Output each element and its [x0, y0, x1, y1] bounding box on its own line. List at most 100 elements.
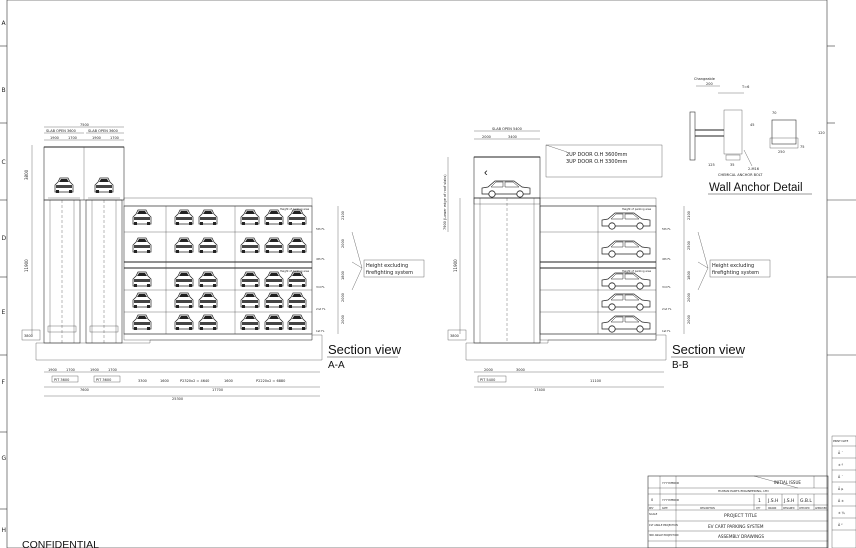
- svg-text:J.S.H: J.S.H: [783, 498, 794, 504]
- svg-text:3rd FL: 3rd FL: [662, 285, 671, 289]
- svg-text:1700: 1700: [68, 136, 77, 140]
- svg-text:Â ±: Â ±: [838, 498, 844, 503]
- svg-text:2500: 2500: [687, 241, 691, 250]
- svg-text:4th FL: 4th FL: [316, 257, 325, 261]
- svg-text:T=6: T=6: [741, 85, 749, 89]
- svg-text:1st FL: 1st FL: [662, 329, 671, 333]
- svg-text:17400: 17400: [534, 388, 545, 392]
- svg-text:E: E: [2, 309, 6, 316]
- svg-text:17700: 17700: [212, 388, 223, 392]
- svg-text:3400: 3400: [508, 135, 517, 139]
- svg-text:D: D: [2, 235, 7, 242]
- svg-text:1700: 1700: [66, 368, 75, 372]
- svg-text:2nd FL: 2nd FL: [662, 307, 672, 311]
- svg-text:SLAB OPEN 3600: SLAB OPEN 3600: [88, 129, 118, 133]
- svg-text:Height excluding: Height excluding: [712, 263, 754, 269]
- svg-text:11100: 11100: [590, 379, 601, 383]
- svg-text:PRINT DATE: PRINT DATE: [833, 439, 849, 443]
- svg-text:ASSEMBLY DRAWINGS: ASSEMBLY DRAWINGS: [718, 534, 764, 539]
- svg-text:YYYYMMDD: YYYYMMDD: [662, 498, 680, 502]
- svg-text:2100: 2100: [341, 211, 345, 220]
- svg-text:2000: 2000: [484, 368, 493, 372]
- svg-text:2000: 2000: [341, 315, 345, 324]
- confidential-label: CONFIDENTIAL: [22, 539, 99, 548]
- svg-text:3800: 3800: [24, 169, 29, 180]
- svg-text:125: 125: [708, 163, 715, 167]
- svg-text:SLAB OPEN 5400: SLAB OPEN 5400: [492, 127, 522, 131]
- svg-text:C: C: [2, 159, 6, 166]
- svg-text:45: 45: [750, 123, 754, 127]
- svg-text:PIT 5400: PIT 5400: [480, 378, 495, 382]
- svg-text:1: 1: [758, 498, 761, 504]
- svg-text:200: 200: [706, 82, 713, 86]
- svg-text:1900: 1900: [92, 136, 101, 140]
- svg-text:± ¼: ± ¼: [838, 511, 845, 515]
- svg-text:SLAB OPEN 3600: SLAB OPEN 3600: [46, 129, 76, 133]
- svg-text:25300: 25300: [172, 397, 183, 401]
- svg-text:Changeable: Changeable: [694, 77, 715, 81]
- svg-text:G: G: [2, 455, 7, 462]
- svg-text:1900: 1900: [90, 368, 99, 372]
- svg-text:2UP DOOR O.H 3600mm: 2UP DOOR O.H 3600mm: [566, 152, 627, 158]
- svg-text:1600: 1600: [224, 379, 233, 383]
- svg-text:P2320x2 = 4640: P2320x2 = 4640: [180, 379, 209, 383]
- svg-text:4th FL: 4th FL: [662, 257, 671, 261]
- svg-text:H: H: [2, 527, 7, 534]
- svg-text:Section view: Section view: [672, 342, 746, 357]
- section-bb: SLAB OPEN 5400 2000 3400 7900 (Lower edg…: [443, 127, 771, 392]
- svg-text:CHECKED: CHECKED: [799, 507, 810, 510]
- svg-text:1ST ANGLE PROJECTION: 1ST ANGLE PROJECTION: [649, 524, 678, 527]
- svg-text:1600: 1600: [160, 379, 169, 383]
- svg-text:120: 120: [818, 131, 825, 135]
- svg-text:YYYYMMDD: YYYYMMDD: [662, 481, 680, 485]
- svg-text:2000: 2000: [687, 293, 691, 302]
- section-aa: 7500 SLAB OPEN 3600 SLAB OPEN 3600 1900 …: [21, 123, 425, 401]
- svg-text:Ã µ: Ã µ: [838, 486, 843, 491]
- svg-text:DESCRIPTION: DESCRIPTION: [700, 507, 715, 510]
- svg-text:QTY: QTY: [756, 507, 761, 510]
- svg-text:3300: 3300: [138, 379, 147, 383]
- svg-text:2000: 2000: [341, 293, 345, 302]
- svg-text:Height of parking area: Height of parking area: [280, 207, 310, 211]
- svg-text:APPROVED: APPROVED: [815, 507, 827, 510]
- svg-text:Wall Anchor Detail: Wall Anchor Detail: [709, 182, 803, 194]
- svg-text:DESIGNED: DESIGNED: [783, 507, 795, 510]
- svg-text:1700: 1700: [110, 136, 119, 140]
- svg-text:PIT 3600: PIT 3600: [54, 378, 69, 382]
- svg-text:± º: ± º: [838, 463, 844, 467]
- svg-text:0: 0: [651, 498, 653, 502]
- svg-text:1900: 1900: [48, 368, 57, 372]
- title-block: YYYYMMDD INITIAL ISSUE HUMAN PARTS ENGIN…: [647, 435, 856, 548]
- aa-cars: [54, 177, 307, 331]
- svg-text:3800: 3800: [450, 334, 459, 338]
- svg-text:2-M16: 2-M16: [748, 167, 759, 171]
- svg-text:35: 35: [730, 163, 734, 167]
- svg-text:DATE: DATE: [662, 507, 668, 510]
- svg-text:G.B.L: G.B.L: [800, 498, 812, 504]
- svg-text:2100: 2100: [687, 211, 691, 220]
- svg-text:A-A: A-A: [328, 360, 345, 371]
- svg-text:3rd FL: 3rd FL: [316, 285, 325, 289]
- svg-text:1900: 1900: [50, 136, 59, 140]
- svg-text:Section view: Section view: [328, 342, 402, 357]
- svg-text:EV CART PARKING SYSTEM: EV CART PARKING SYSTEM: [708, 524, 764, 529]
- svg-text:7900 (Lower edge of roof slabs: 7900 (Lower edge of roof slabs): [443, 174, 447, 230]
- svg-text:2000: 2000: [341, 239, 345, 248]
- svg-text:INITIAL ISSUE: INITIAL ISSUE: [774, 480, 801, 485]
- row-letters: A B C D E F G H: [2, 20, 7, 534]
- svg-text:3800: 3800: [24, 334, 33, 338]
- svg-text:5th FL: 5th FL: [662, 227, 671, 231]
- direction-arrow-icon: ‹: [484, 167, 488, 179]
- wall-anchor-detail: Changeable 200 T=6 125 35 45 70 250 75 1…: [689, 77, 825, 195]
- svg-text:2000: 2000: [687, 315, 691, 324]
- svg-text:11900: 11900: [24, 259, 29, 272]
- svg-text:PROJECT TITLE: PROJECT TITLE: [724, 513, 757, 519]
- svg-text:5th FL: 5th FL: [316, 227, 325, 231]
- svg-text:CHEMICAL ANCHOR BOLT: CHEMICAL ANCHOR BOLT: [718, 173, 763, 177]
- svg-text:70: 70: [772, 111, 776, 115]
- svg-text:P2220x2 = 6880: P2220x2 = 6880: [256, 379, 285, 383]
- svg-text:Ã ´: Ã ´: [838, 450, 843, 455]
- svg-text:250: 250: [778, 150, 785, 154]
